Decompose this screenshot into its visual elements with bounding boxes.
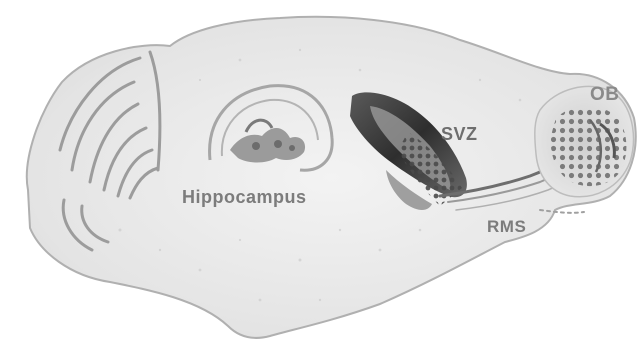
hippocampus-label: Hippocampus: [182, 187, 307, 208]
svz-label: SVZ: [441, 124, 478, 145]
ob-label: OB: [590, 84, 620, 106]
rms-label: RMS: [487, 217, 526, 237]
